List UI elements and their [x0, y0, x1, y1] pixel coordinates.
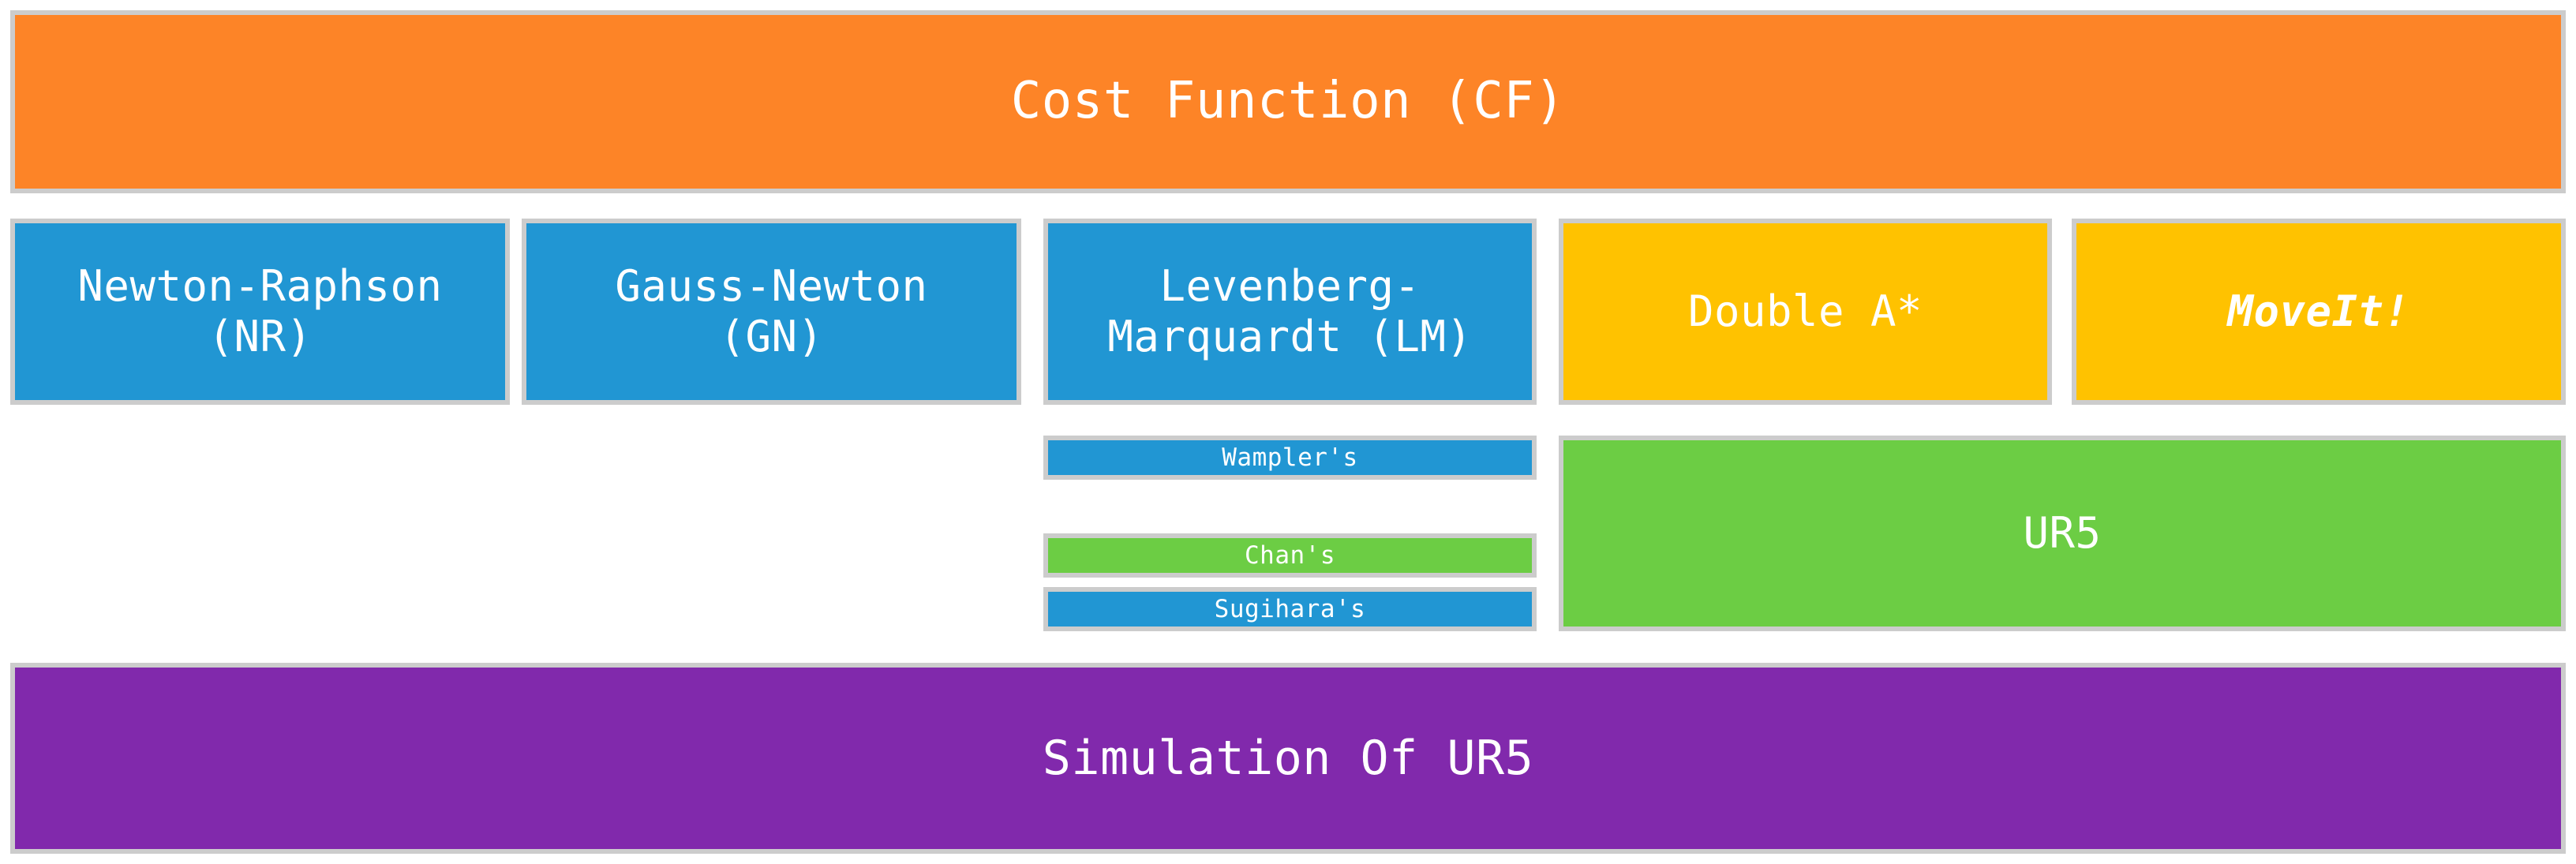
damping-variant-sugiharas[interactable]: Sugihara's	[1043, 587, 1537, 631]
method-box-moveit[interactable]: MoveIt!	[2072, 219, 2566, 405]
method-box-levenberg-marquardt[interactable]: Levenberg- Marquardt (LM)	[1043, 219, 1537, 405]
damping-variant-sugiharas-label: Sugihara's	[1214, 594, 1366, 623]
damping-variant-wamplers-label: Wampler's	[1222, 443, 1358, 472]
method-box-moveit-label: MoveIt!	[2227, 286, 2410, 337]
cost-function-banner[interactable]: Cost Function (CF)	[10, 10, 2566, 193]
method-box-double-a-star[interactable]: Double A*	[1559, 219, 2052, 405]
robot-box-ur5-label: UR5	[2023, 508, 2102, 559]
damping-variant-chans-label: Chan's	[1245, 540, 1335, 570]
damping-variant-wamplers[interactable]: Wampler's	[1043, 436, 1537, 480]
simulation-footer-banner[interactable]: Simulation Of UR5	[10, 663, 2566, 854]
robot-box-ur5[interactable]: UR5	[1559, 436, 2566, 631]
method-box-newton-raphson[interactable]: Newton-Raphson (NR)	[10, 219, 510, 405]
method-box-gauss-newton[interactable]: Gauss-Newton (GN)	[522, 219, 1021, 405]
method-box-levenberg-marquardt-label: Levenberg- Marquardt (LM)	[1107, 261, 1473, 361]
method-box-double-a-star-label: Double A*	[1687, 286, 1923, 337]
damping-variant-chans[interactable]: Chan's	[1043, 533, 1537, 578]
method-box-gauss-newton-label: Gauss-Newton (GN)	[615, 261, 928, 361]
simulation-footer-banner-label: Simulation Of UR5	[1042, 730, 1534, 786]
method-box-newton-raphson-label: Newton-Raphson (NR)	[77, 261, 443, 361]
cost-function-banner-label: Cost Function (CF)	[1010, 72, 1566, 131]
